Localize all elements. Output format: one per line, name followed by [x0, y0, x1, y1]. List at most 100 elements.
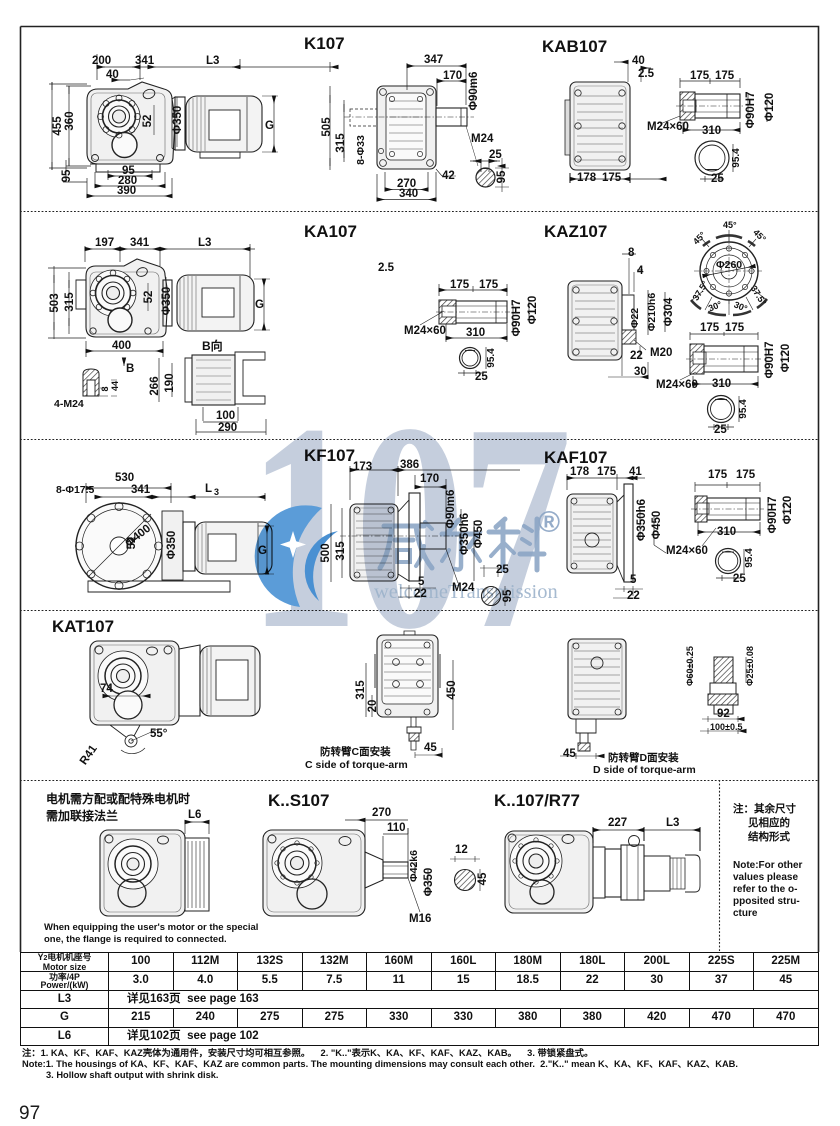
svg-text:见相应的: 见相应的 — [748, 816, 790, 829]
svg-text:12: 12 — [455, 844, 468, 856]
svg-text:175: 175 — [700, 322, 720, 334]
svg-text:25: 25 — [489, 149, 502, 161]
svg-text:22: 22 — [627, 590, 640, 602]
svg-text:30°: 30° — [707, 299, 724, 314]
svg-text:266: 266 — [149, 376, 161, 395]
svg-text:L3: L3 — [198, 237, 211, 249]
svg-text:175: 175 — [597, 466, 617, 478]
svg-text:G: G — [255, 299, 264, 311]
svg-text:Φ304: Φ304 — [663, 297, 675, 326]
svg-text:530: 530 — [115, 472, 134, 484]
svg-text:8: 8 — [628, 247, 635, 259]
svg-text:M24×60: M24×60 — [666, 545, 708, 557]
svg-text:386: 386 — [400, 459, 419, 471]
svg-text:310: 310 — [712, 378, 731, 390]
svg-text:4-M24: 4-M24 — [54, 398, 84, 410]
svg-text:Φ90H7: Φ90H7 — [745, 92, 757, 129]
svg-text:175: 175 — [479, 279, 499, 291]
svg-text:Φ350: Φ350 — [172, 106, 184, 135]
svg-text:310: 310 — [717, 526, 736, 538]
svg-text:Φ25±0.08: Φ25±0.08 — [745, 646, 755, 686]
svg-text:170: 170 — [443, 70, 462, 82]
svg-text:175: 175 — [450, 279, 470, 291]
svg-text:L3: L3 — [206, 55, 219, 67]
svg-text:55°: 55° — [150, 728, 168, 740]
svg-text:100±0.5: 100±0.5 — [710, 722, 742, 732]
svg-text:KAB107: KAB107 — [542, 37, 607, 56]
svg-text:M16: M16 — [409, 913, 431, 925]
svg-text:3: 3 — [214, 487, 219, 497]
svg-text:170: 170 — [420, 473, 439, 485]
svg-text:5: 5 — [630, 574, 637, 586]
svg-text:L3: L3 — [666, 817, 679, 829]
svg-text:KA107: KA107 — [304, 222, 357, 241]
svg-text:refer to the o-: refer to the o- — [733, 884, 797, 895]
svg-text:Φ90m6: Φ90m6 — [445, 490, 457, 529]
svg-text:30: 30 — [634, 366, 647, 378]
svg-text:110: 110 — [387, 822, 406, 834]
svg-text:values please: values please — [733, 872, 798, 883]
svg-text:315: 315 — [64, 292, 76, 312]
svg-text:Φ210h6: Φ210h6 — [646, 293, 658, 332]
svg-text:K..107/R77: K..107/R77 — [494, 791, 580, 810]
svg-text:42: 42 — [442, 170, 455, 182]
svg-text:175: 175 — [602, 172, 622, 184]
svg-text:Φ42k6: Φ42k6 — [408, 850, 420, 882]
svg-text:175: 175 — [708, 469, 728, 481]
svg-text:25: 25 — [733, 573, 746, 585]
svg-text:175: 175 — [736, 469, 756, 481]
svg-text:178: 178 — [570, 466, 590, 478]
svg-text:52: 52 — [142, 115, 154, 128]
svg-text:When equipping the user's moto: When equipping the user's motor or the s… — [44, 922, 258, 933]
svg-text:K107: K107 — [304, 34, 345, 53]
svg-text:Φ350h6: Φ350h6 — [636, 499, 648, 541]
svg-text:30°: 30° — [732, 299, 749, 314]
svg-text:95: 95 — [61, 169, 73, 182]
svg-text:需加联接法兰: 需加联接法兰 — [46, 808, 118, 823]
svg-text:41: 41 — [629, 466, 642, 478]
svg-text:L: L — [205, 483, 212, 495]
svg-text:2.5: 2.5 — [378, 262, 395, 274]
svg-text:Φ90H7: Φ90H7 — [511, 300, 523, 337]
svg-text:45: 45 — [563, 748, 576, 760]
svg-text:95.4: 95.4 — [738, 399, 749, 419]
svg-text:270: 270 — [397, 178, 416, 190]
svg-text:173: 173 — [353, 461, 372, 473]
svg-text:227: 227 — [608, 817, 627, 829]
svg-text:280: 280 — [118, 175, 137, 187]
svg-text:45°: 45° — [723, 220, 737, 230]
svg-text:175: 175 — [725, 322, 745, 334]
svg-text:270: 270 — [372, 807, 391, 819]
svg-text:Φ90H7: Φ90H7 — [764, 342, 776, 379]
svg-text:8-Φ17.5: 8-Φ17.5 — [56, 484, 95, 496]
svg-text:Note:For other: Note:For other — [733, 860, 803, 871]
svg-text:电机需方配或配特殊电机时: 电机需方配或配特殊电机时 — [46, 791, 190, 806]
svg-text:KF107: KF107 — [304, 446, 355, 465]
svg-text:52: 52 — [126, 537, 138, 550]
svg-text:M24×60: M24×60 — [647, 121, 689, 133]
svg-text:Φ260: Φ260 — [716, 259, 742, 271]
svg-text:95.4: 95.4 — [486, 348, 497, 368]
svg-text:290: 290 — [218, 422, 237, 434]
svg-text:95: 95 — [122, 165, 135, 177]
svg-text:340: 340 — [399, 188, 418, 200]
svg-text:Φ120: Φ120 — [780, 344, 792, 373]
svg-text:M24×60: M24×60 — [656, 379, 698, 391]
svg-text:200: 200 — [92, 55, 111, 67]
svg-text:390: 390 — [117, 185, 136, 197]
svg-text:341: 341 — [131, 484, 151, 496]
svg-text:25: 25 — [475, 371, 488, 383]
svg-text:C side of torque-arm: C side of torque-arm — [305, 759, 408, 771]
svg-text:Φ120: Φ120 — [764, 93, 776, 122]
svg-text:400: 400 — [112, 340, 131, 352]
svg-text:175: 175 — [715, 70, 735, 82]
svg-text:防转臂D面安装: 防转臂D面安装 — [608, 751, 679, 764]
svg-text:5: 5 — [418, 576, 425, 588]
svg-text:M24: M24 — [471, 133, 494, 145]
svg-text:25: 25 — [714, 424, 727, 436]
svg-text:K..S107: K..S107 — [268, 791, 329, 810]
svg-text:315: 315 — [355, 680, 367, 700]
svg-text:防转臂C面安装: 防转臂C面安装 — [320, 745, 391, 758]
svg-text:Φ90H7: Φ90H7 — [767, 497, 779, 534]
svg-text:450: 450 — [446, 680, 458, 699]
